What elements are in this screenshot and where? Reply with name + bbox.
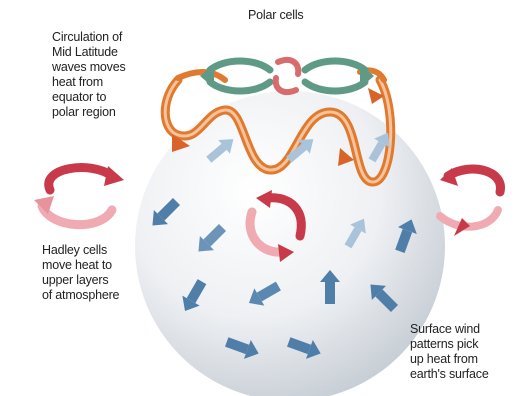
label-line: up heat from xyxy=(410,352,489,367)
label-surface-wind: Surface wind patterns pick up heat from … xyxy=(410,322,489,382)
label-polar-cells: Polar cells xyxy=(248,8,303,23)
label-line: Mid Latitude xyxy=(52,45,126,60)
label-line: of atmosphere xyxy=(42,288,119,303)
label-line: upper layers xyxy=(42,273,119,288)
polar-cell-center xyxy=(276,60,299,92)
label-line: Surface wind xyxy=(410,322,489,337)
polar-arrow-left xyxy=(200,64,214,88)
label-hadley-cells: Hadley cells move heat to upper layers o… xyxy=(42,243,119,303)
label-line: patterns pick xyxy=(410,337,489,352)
label-line: earth's surface xyxy=(410,367,489,382)
label-line: Circulation of xyxy=(52,30,126,45)
label-mid-latitude-circulation: Circulation of Mid Latitude waves moves … xyxy=(52,30,126,120)
hadley-cell-left xyxy=(42,168,112,225)
label-line: polar region xyxy=(52,105,126,120)
polar-cell-right xyxy=(305,61,365,91)
label-line: heat from xyxy=(52,75,126,90)
label-line: equator to xyxy=(52,90,126,105)
label-line: Hadley cells xyxy=(42,243,119,258)
label-line: move heat to xyxy=(42,258,119,273)
label-line: waves moves xyxy=(52,60,126,75)
